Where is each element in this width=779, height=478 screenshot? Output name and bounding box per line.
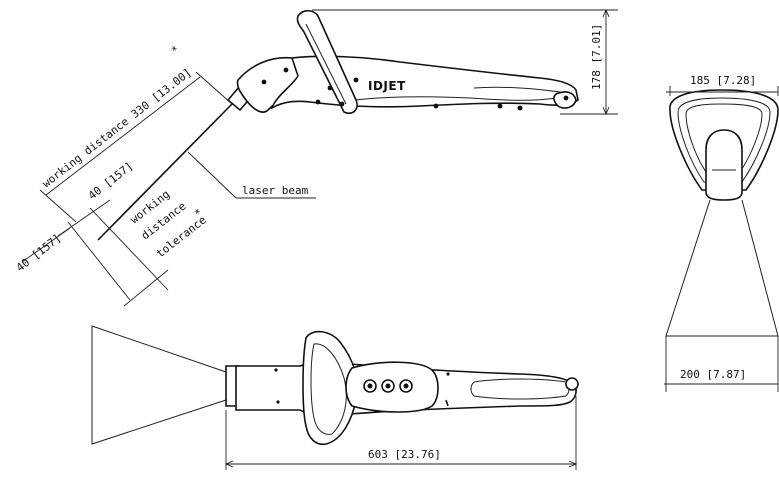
top-mark (445, 399, 449, 407)
front-bottom-width-label: 200 [7.87] (680, 368, 746, 381)
control-pod (345, 361, 439, 413)
button-2-center (385, 383, 391, 389)
working-distance-star: * (169, 43, 182, 57)
rivet (517, 105, 523, 111)
grip-line (339, 96, 557, 103)
height-dimension: 178 [7.01] (312, 8, 618, 116)
tolerance-plus-label: 40 [157] (86, 159, 136, 202)
rivet (339, 101, 345, 107)
button-3-icon (399, 379, 413, 393)
top-rear-cap (565, 377, 579, 391)
rivet (497, 103, 503, 109)
top-bail-inner (310, 343, 347, 435)
top-rivet (274, 368, 278, 372)
front-ring-detail (685, 103, 763, 173)
length-label: 603 [23.76] (368, 448, 441, 461)
rivet (315, 99, 321, 105)
height-label: 178 [7.01] (590, 24, 603, 90)
front-body (705, 129, 743, 201)
bail-inner (305, 23, 347, 105)
rivet (353, 77, 359, 83)
top-view (91, 325, 579, 446)
top-rivet (276, 400, 280, 404)
front-inner-ring (677, 97, 771, 183)
top-grip-slot (470, 378, 570, 400)
laser-beam-label: laser beam (242, 184, 309, 197)
laser-beam-line (97, 103, 233, 241)
front-beam-cone (665, 199, 779, 337)
tolerance-minus-label: 40 [157] (14, 231, 64, 274)
rivet (327, 85, 333, 91)
laser-beam-callout: laser beam (187, 151, 316, 199)
front-view: 185 [7.28] 200 [7.87] (664, 74, 779, 392)
rivet (261, 79, 267, 85)
button-2-icon (381, 379, 395, 393)
rivet (563, 95, 569, 101)
top-rivet (446, 372, 450, 376)
button-1-icon (363, 379, 377, 393)
button-3-center (403, 383, 409, 389)
brand-logo: IDJET (368, 79, 406, 93)
rivet (433, 103, 439, 109)
front-top-width-label: 185 [7.28] (690, 74, 756, 87)
grip-detail (473, 86, 561, 93)
top-beam-cone (91, 325, 227, 445)
top-bail-ring (302, 330, 359, 446)
rivet (283, 67, 289, 73)
side-view: IDJET (97, 9, 579, 241)
button-1-center (367, 383, 373, 389)
length-dimension: 603 [23.76] (224, 396, 578, 470)
